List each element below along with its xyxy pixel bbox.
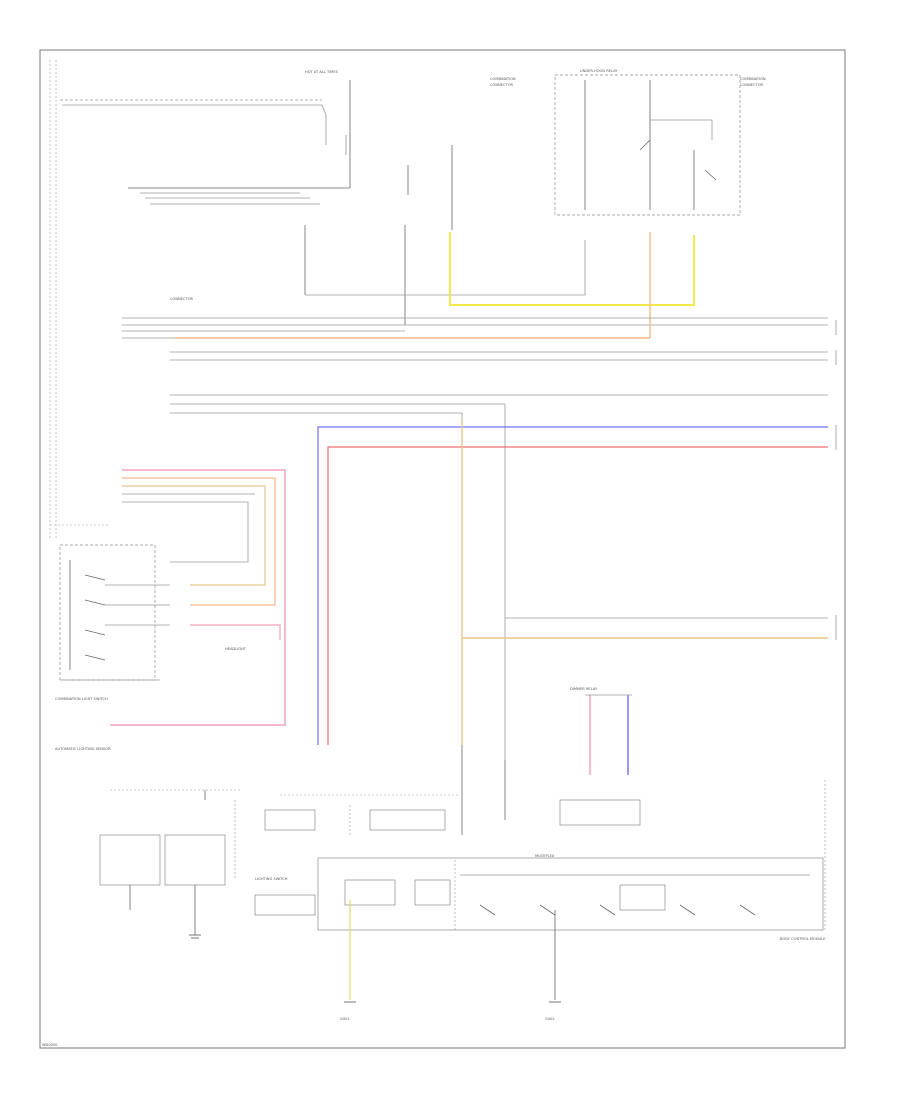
svg-text:CONNECTOR: CONNECTOR bbox=[490, 83, 514, 87]
combination-switch-label: COMBINATION LIGHT SWITCH bbox=[55, 697, 108, 701]
svg-text:COMBINATION: COMBINATION bbox=[490, 77, 516, 81]
ground-left-label: G401 bbox=[340, 1017, 350, 1021]
lighting-module-1 bbox=[99, 834, 161, 886]
wire-pink-long bbox=[110, 469, 286, 726]
footer-code: WD0000 bbox=[42, 1043, 58, 1047]
wire-yellow bbox=[449, 232, 695, 306]
auto-lighting-label: AUTOMATIC LIGHTING SENSOR bbox=[55, 747, 111, 751]
wire-red bbox=[327, 446, 828, 745]
svg-text:CONNECTOR: CONNECTOR bbox=[170, 297, 194, 301]
diagram-frame bbox=[39, 49, 846, 1049]
dimmer-relay-label: DIMMER RELAY bbox=[570, 687, 598, 691]
wire-blue bbox=[317, 426, 828, 745]
underhood-relay-label: UNDER-HOOD RELAY bbox=[580, 69, 618, 73]
fuse-top-label: HOT AT ALL TIMES bbox=[305, 70, 339, 74]
svg-text:COMBINATION: COMBINATION bbox=[740, 77, 766, 81]
wire-orange bbox=[175, 232, 651, 339]
lighting-module-2 bbox=[164, 834, 226, 886]
body-control-label: BODY CONTROL MODULE bbox=[780, 937, 826, 941]
body-control-box bbox=[317, 857, 824, 931]
svg-text:CONNECTOR: CONNECTOR bbox=[740, 83, 764, 87]
svg-text:HEADLIGHT: HEADLIGHT bbox=[225, 647, 247, 651]
underhood-relay-box bbox=[554, 74, 741, 216]
lighting-switch-label: LIGHTING SWITCH bbox=[255, 877, 288, 881]
multiplex-label: MULTIPLEX bbox=[535, 854, 555, 858]
dimmer-relay-box bbox=[559, 799, 641, 826]
combination-switch-box bbox=[59, 544, 156, 681]
ground-right-label: G402 bbox=[545, 1017, 555, 1021]
